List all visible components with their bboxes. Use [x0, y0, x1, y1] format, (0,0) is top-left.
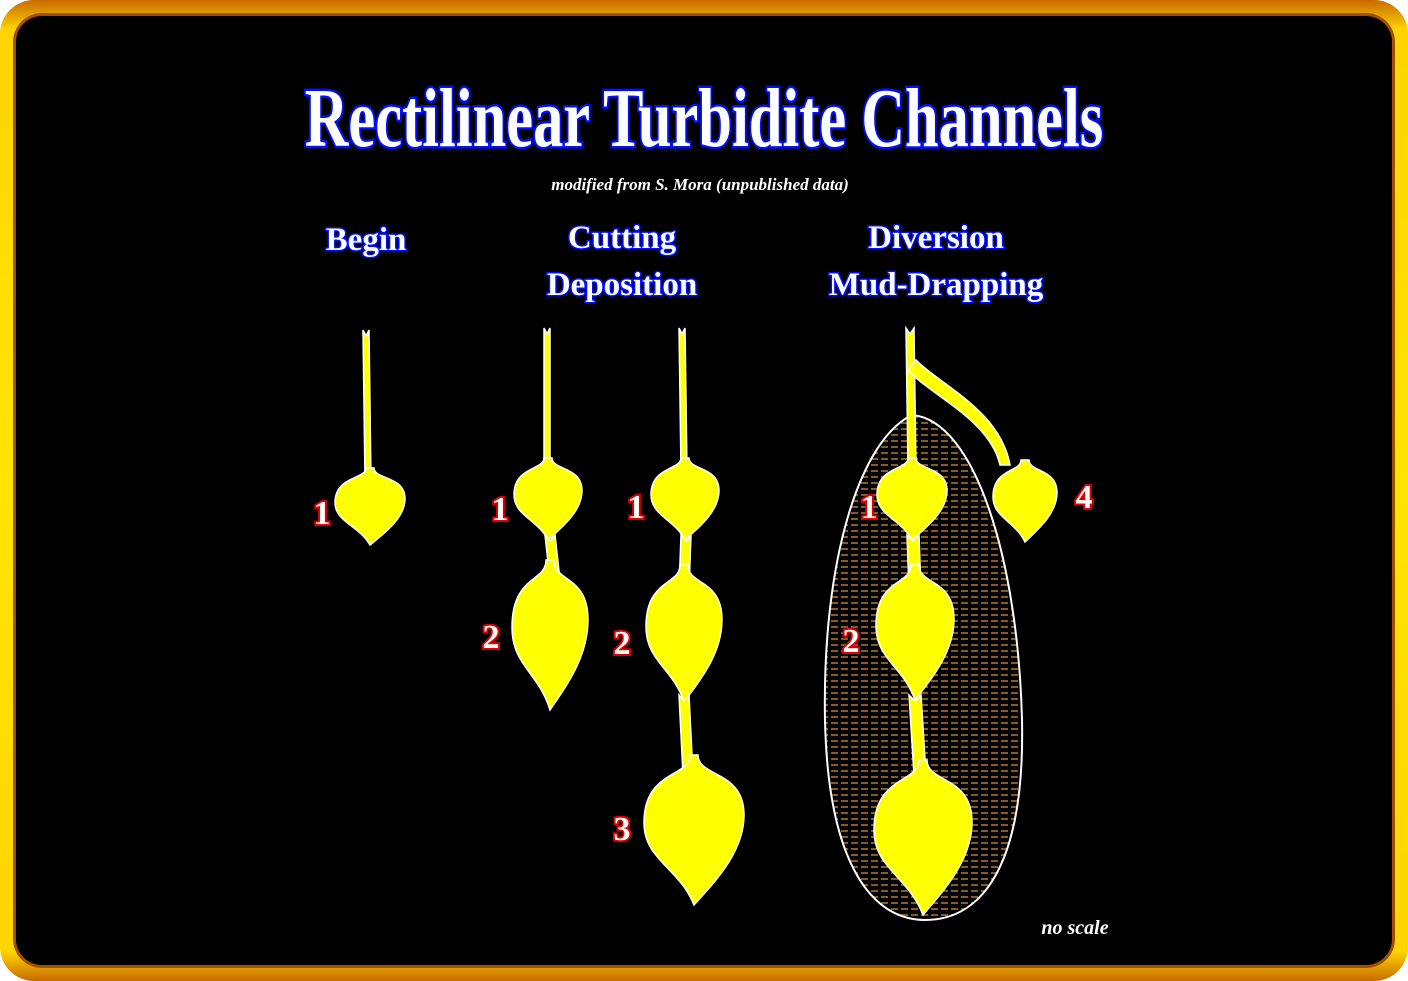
feeder-channel	[543, 327, 551, 471]
lobe-label: 1	[314, 495, 331, 532]
title: Rectilinear Turbidite Channels	[305, 71, 1104, 164]
sand-lobe	[511, 559, 589, 712]
stage-heading-cutting: Cutting	[568, 220, 677, 256]
lobe-label: 1	[628, 489, 645, 526]
sand-lobe	[643, 754, 745, 907]
stage-heading-deposition: Deposition	[547, 267, 697, 303]
lobe-label: 2	[843, 623, 860, 660]
lobe-label: 2	[614, 625, 631, 662]
diversion-channel	[907, 358, 1011, 466]
stage-heading-begin: Begin	[326, 222, 407, 258]
no-scale-note: no scale	[1041, 917, 1108, 939]
sand-lobe	[650, 457, 720, 542]
sand-lobe	[645, 564, 723, 704]
subtitle: modified from S. Mora (unpublished data)	[551, 175, 849, 194]
lobe-label: 3	[614, 811, 631, 848]
channel-neck	[908, 693, 927, 776]
lobe-label: 4	[1076, 479, 1093, 516]
feeder-channel	[905, 325, 917, 471]
lobe-label: 2	[483, 619, 500, 656]
stage-heading-diversion: Diversion	[868, 220, 1004, 256]
sand-lobe-diverted	[992, 459, 1058, 544]
lobe-label: 1	[492, 491, 509, 528]
sand-lobe	[334, 467, 406, 547]
feeder-channel	[678, 327, 688, 471]
stage-heading-mud-drapping: Mud-Drapping	[829, 267, 1044, 303]
sand-lobe	[873, 759, 973, 917]
sand-lobe	[513, 457, 583, 542]
feeder-channel	[362, 329, 372, 481]
channel-shapes	[334, 325, 1058, 917]
lobe-label: 1	[861, 489, 878, 526]
